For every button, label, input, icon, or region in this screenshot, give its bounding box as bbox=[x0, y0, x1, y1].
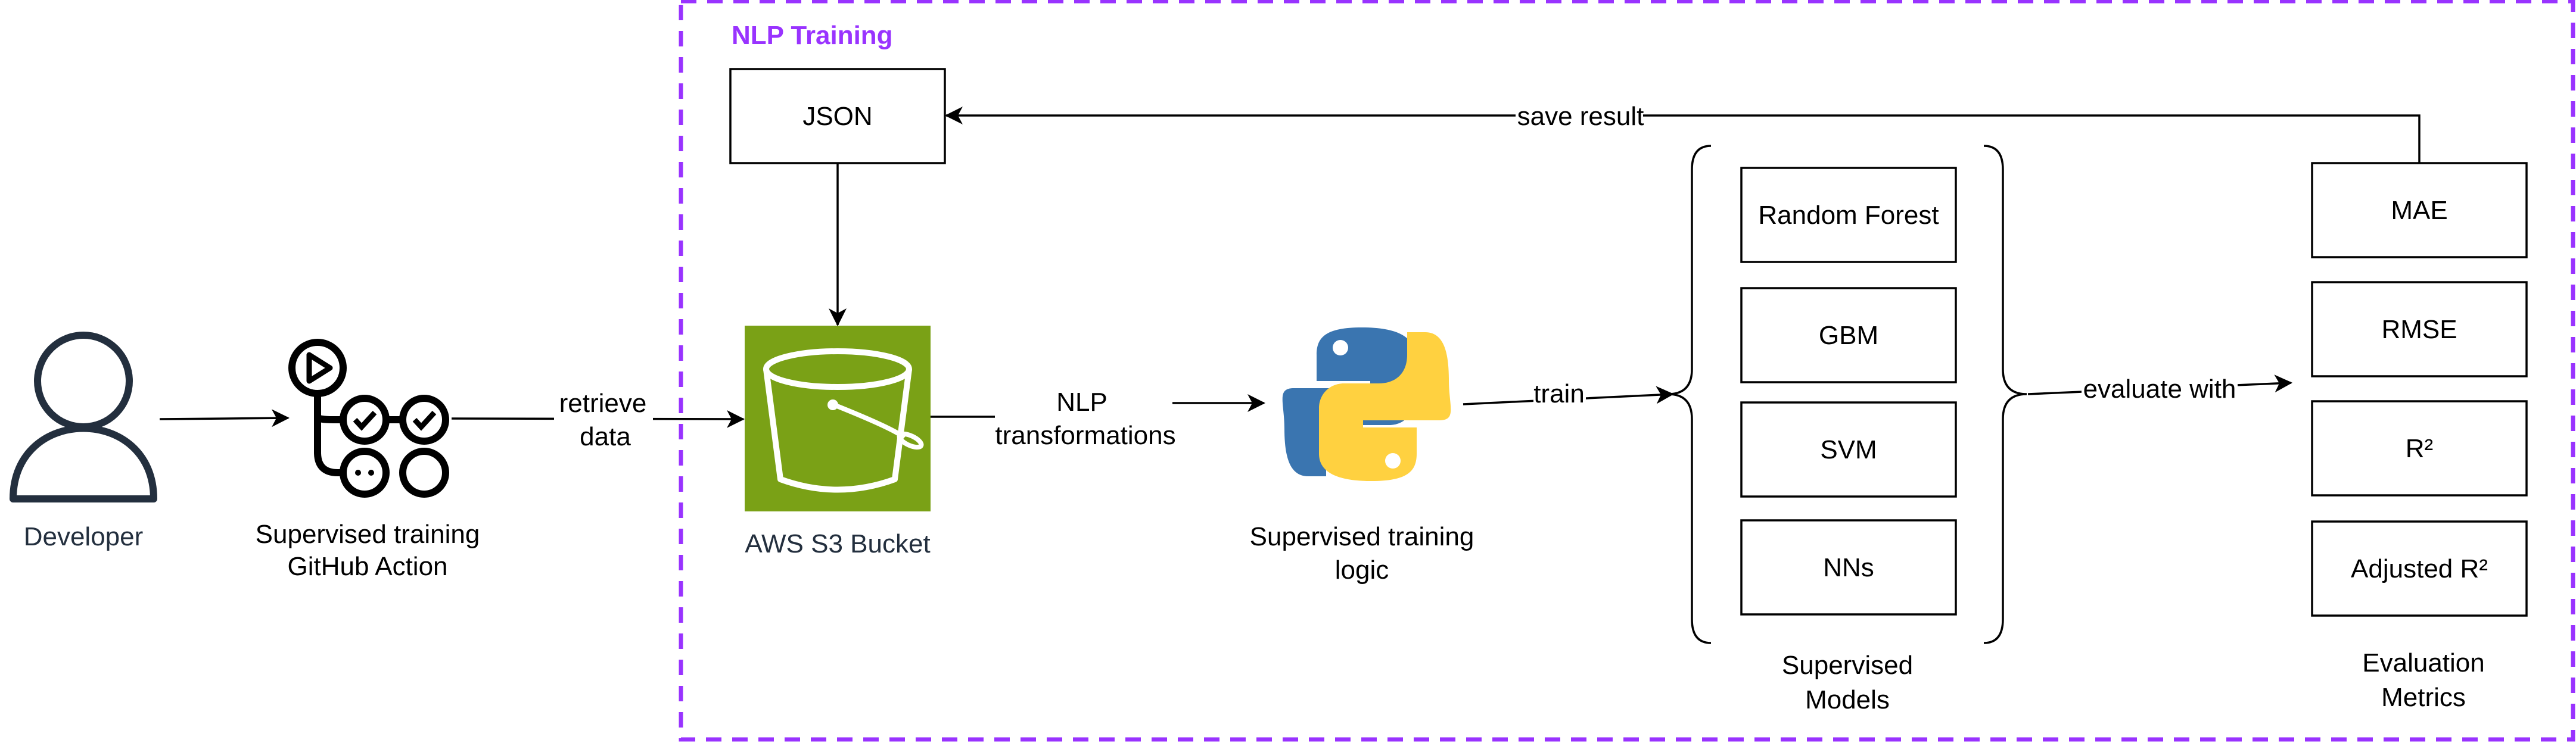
models-caption-line2: Models bbox=[1805, 685, 1890, 714]
edge-s3-to-python bbox=[931, 403, 1264, 417]
model-label-gbm: GBM bbox=[1819, 321, 1878, 350]
edge-metrics-to-json bbox=[945, 107, 2421, 163]
group-title: NLP Training bbox=[732, 21, 893, 50]
metric-label-rmse: RMSE bbox=[2381, 315, 2457, 344]
nlp-training-group bbox=[679, 0, 2575, 742]
github-actions-icon bbox=[288, 339, 449, 498]
metric-label-adjusted-r2: Adjusted R² bbox=[2351, 554, 2488, 583]
developer-label: Developer bbox=[24, 522, 144, 551]
python-logo-icon bbox=[1282, 327, 1451, 481]
edge-evaluate-label: evaluate with bbox=[2083, 374, 2236, 404]
edge-developer-to-action bbox=[159, 409, 290, 427]
metric-box-adjusted-r2 bbox=[2311, 520, 2528, 617]
s3-bucket-label: AWS S3 Bucket bbox=[745, 529, 930, 558]
developer-icon bbox=[10, 332, 157, 502]
model-box-gbm bbox=[1740, 287, 1957, 383]
metric-box-rmse bbox=[2311, 281, 2528, 377]
metric-box-r2 bbox=[2311, 400, 2528, 497]
model-box-svm bbox=[1740, 401, 1957, 498]
json-label: JSON bbox=[802, 102, 872, 131]
model-box-nns bbox=[1740, 519, 1957, 616]
s3-bucket-icon bbox=[745, 326, 931, 511]
metric-label-mae: MAE bbox=[2391, 196, 2447, 225]
model-label-svm: SVM bbox=[1820, 435, 1877, 464]
github-action-label-line2: GitHub Action bbox=[287, 552, 447, 581]
model-label-random-forest: Random Forest bbox=[1758, 201, 1939, 230]
python-label-line1: Supervised training bbox=[1250, 522, 1474, 551]
edge-save-label: save result bbox=[1517, 102, 1644, 131]
edge-nlp-label-line1: NLP bbox=[1056, 388, 1107, 417]
python-label-line2: logic bbox=[1335, 555, 1389, 585]
model-box-random-forest bbox=[1740, 167, 1957, 263]
models-caption-line1: Supervised bbox=[1782, 651, 1913, 680]
edge-nlp-label-line2: transformations bbox=[995, 421, 1175, 450]
edge-retrieve-label-line2: data bbox=[580, 422, 631, 451]
metrics-caption-line2: Metrics bbox=[2381, 683, 2466, 712]
metrics-caption-line1: Evaluation bbox=[2362, 648, 2484, 678]
models-left-brace bbox=[1667, 145, 1712, 644]
edge-train-label: train bbox=[1533, 379, 1585, 408]
models-right-brace bbox=[1983, 145, 2027, 644]
metric-label-r2: R² bbox=[2406, 434, 2433, 463]
github-action-label-line1: Supervised training bbox=[256, 520, 480, 549]
metric-box-mae bbox=[2311, 162, 2528, 258]
model-label-nns: NNs bbox=[1823, 553, 1874, 582]
edge-retrieve-label-line1: retrieve bbox=[559, 389, 647, 418]
